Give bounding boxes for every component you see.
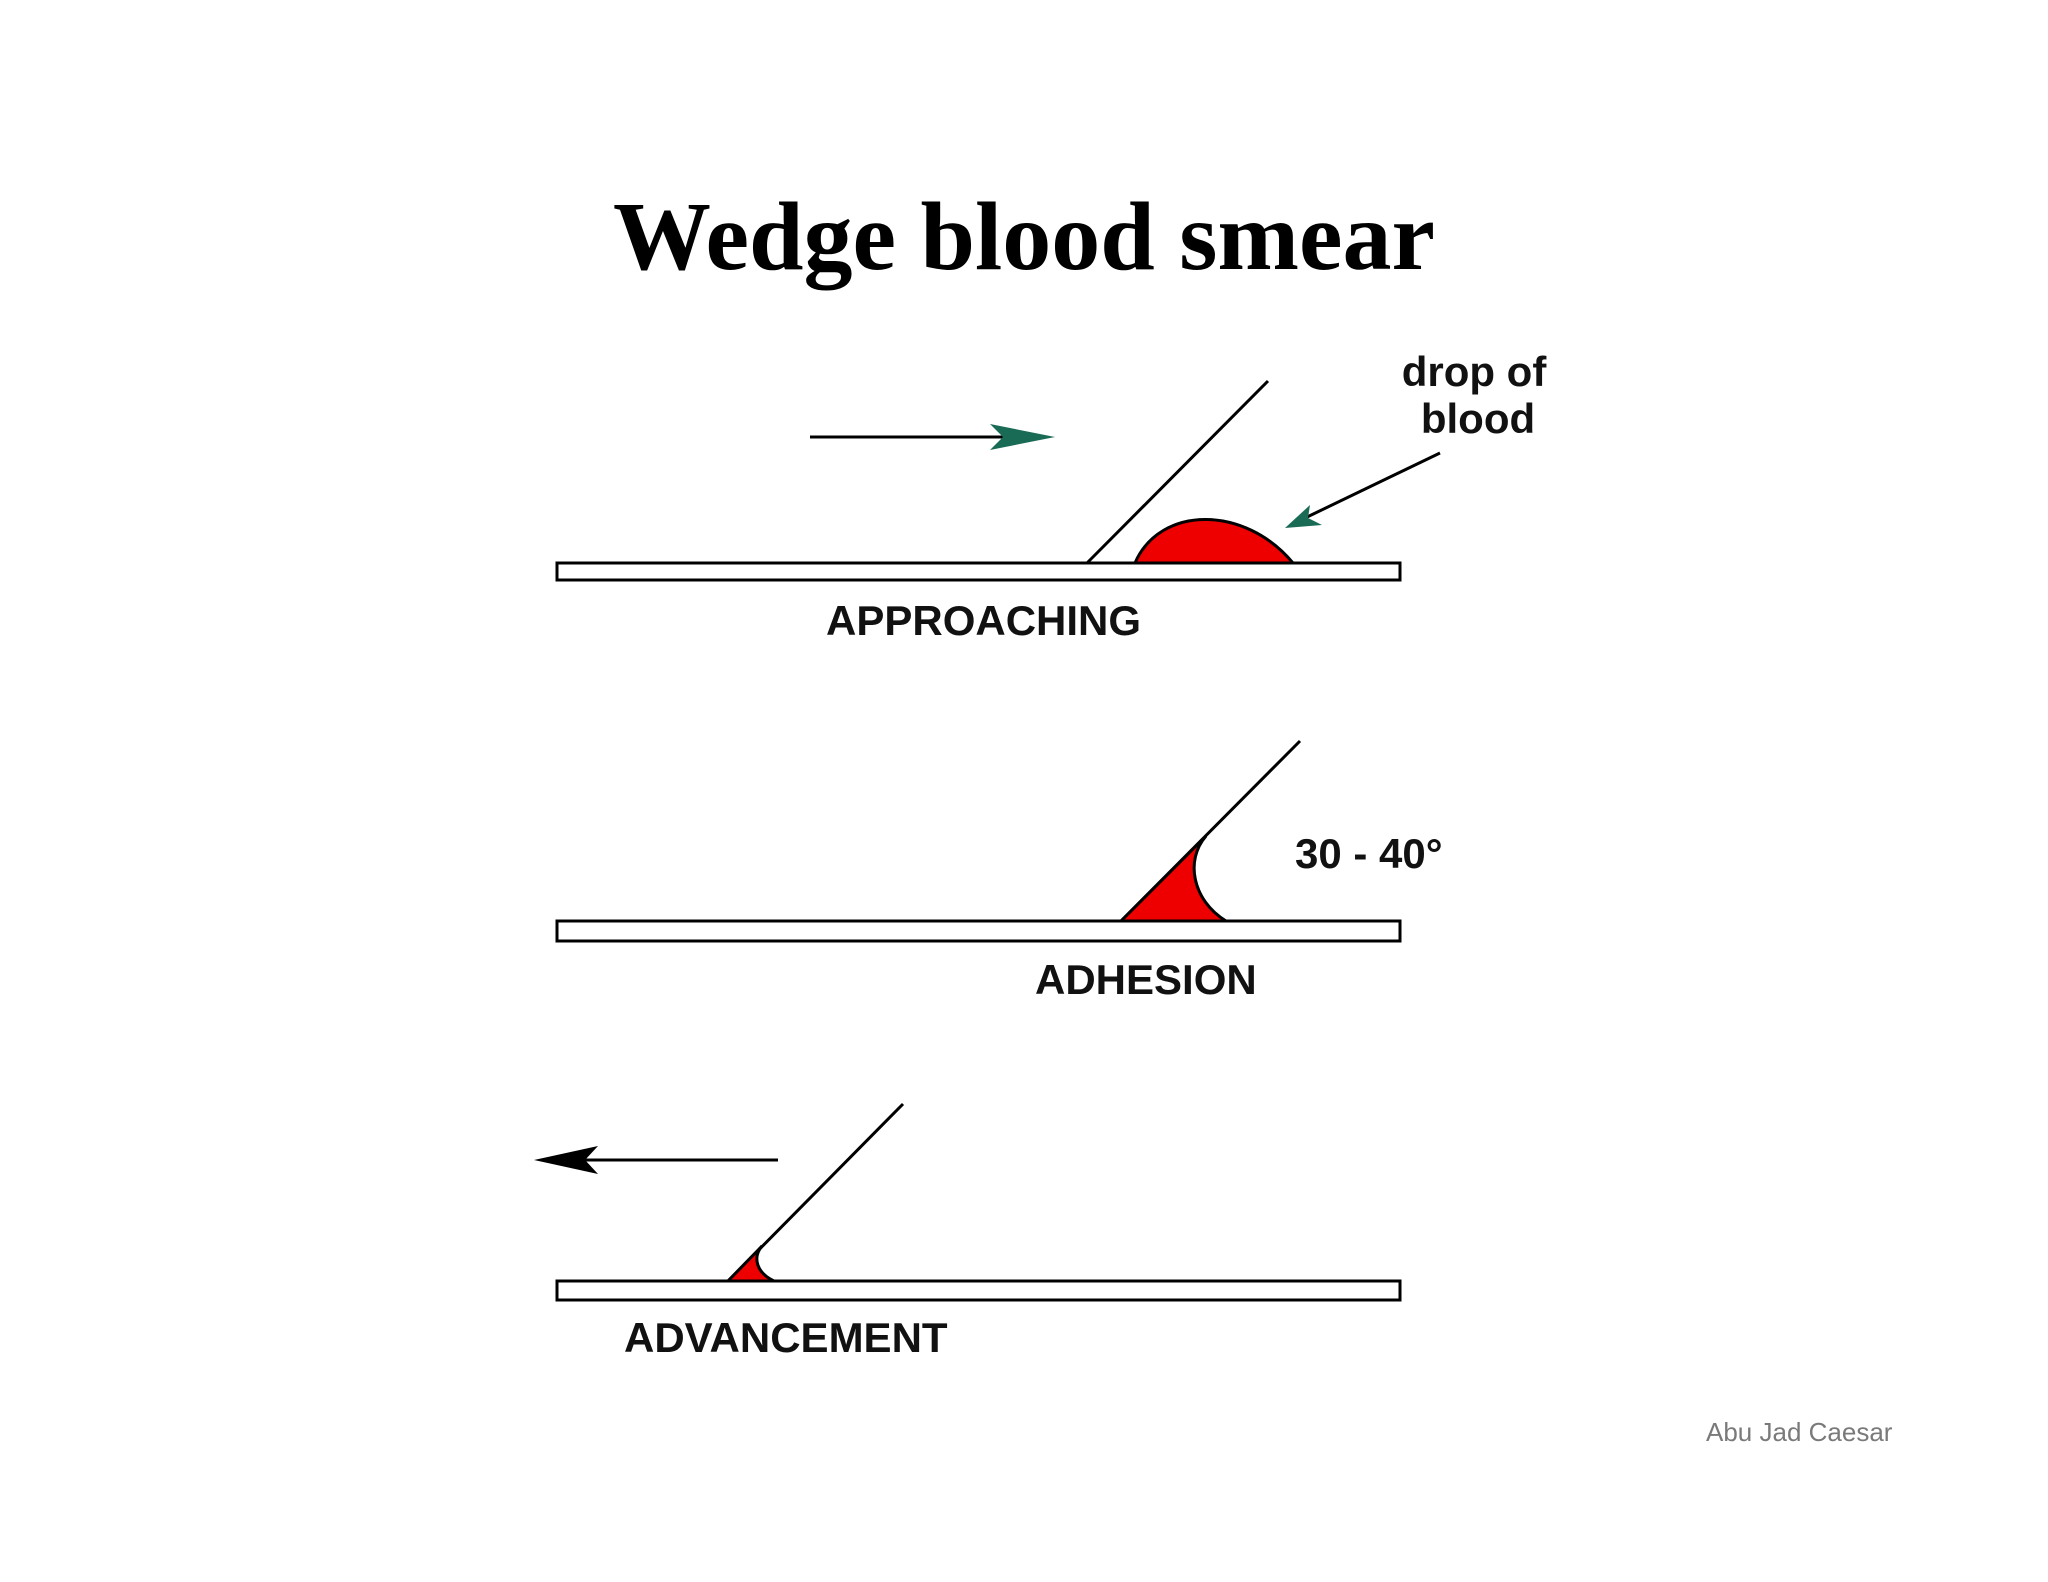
stage-adhesion: 30 - 40° ADHESION <box>555 739 1443 1003</box>
glass-slide <box>555 1279 1402 1302</box>
spreader-slide <box>1085 379 1270 565</box>
motion-arrow-left-icon <box>534 1146 778 1174</box>
stage-label-approaching: APPROACHING <box>826 597 1141 644</box>
glass-slide <box>555 919 1402 943</box>
callout-arrow-icon <box>1285 451 1441 528</box>
stage-advancement: ADVANCEMENT <box>534 1102 1402 1361</box>
stage-label-advancement: ADVANCEMENT <box>624 1314 948 1361</box>
motion-arrow-right-icon <box>810 424 1055 450</box>
author-credit: Abu Jad Caesar <box>1706 1417 1893 1447</box>
angle-label: 30 - 40° <box>1295 830 1443 877</box>
blood-remnant <box>724 1244 775 1283</box>
stage-label-adhesion: ADHESION <box>1035 956 1257 1003</box>
glass-slide <box>555 561 1402 582</box>
stage-approaching: drop of blood APPROACHING <box>555 348 1548 644</box>
blood-wedge <box>1117 834 1232 923</box>
slide-title: Wedge blood smear <box>612 183 1436 291</box>
drop-of-blood-label-line2: blood <box>1421 395 1535 442</box>
blood-drop <box>1132 518 1297 565</box>
drop-of-blood-label-line1: drop of <box>1402 348 1548 395</box>
